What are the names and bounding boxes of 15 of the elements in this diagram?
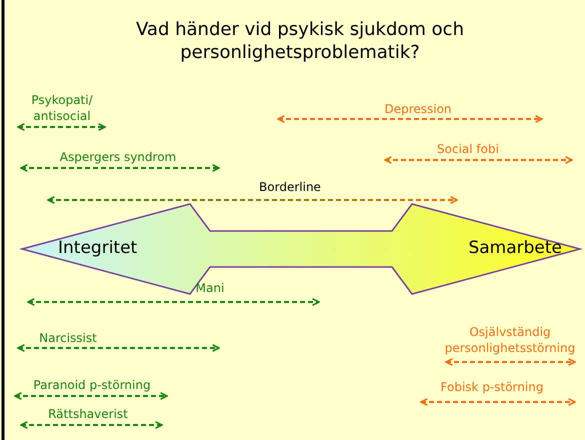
range-label: Mani <box>194 280 226 296</box>
title: Vad händer vid psykisk sjukdom och personlighetsproblematik? <box>135 18 465 64</box>
range-label: Depression <box>383 101 453 117</box>
range-label: Osjälvständig personlighetsstörning <box>444 324 576 356</box>
range-label: Social fobi <box>436 141 500 157</box>
pole-label: Integritet <box>58 238 138 258</box>
range-label: Narcissist <box>38 330 98 346</box>
pole-label: Samarbete <box>468 238 562 258</box>
range-label: Aspergers syndrom <box>58 149 178 165</box>
range-label: Borderline <box>258 179 322 195</box>
range-label: Fobisk p-störning <box>440 379 544 395</box>
range-label: Psykopati/ antisocial <box>30 92 94 124</box>
double-arrow-band <box>20 202 582 296</box>
range-label: Paranoid p-störning <box>32 377 152 393</box>
range-label: Rättshaverist <box>47 406 129 422</box>
